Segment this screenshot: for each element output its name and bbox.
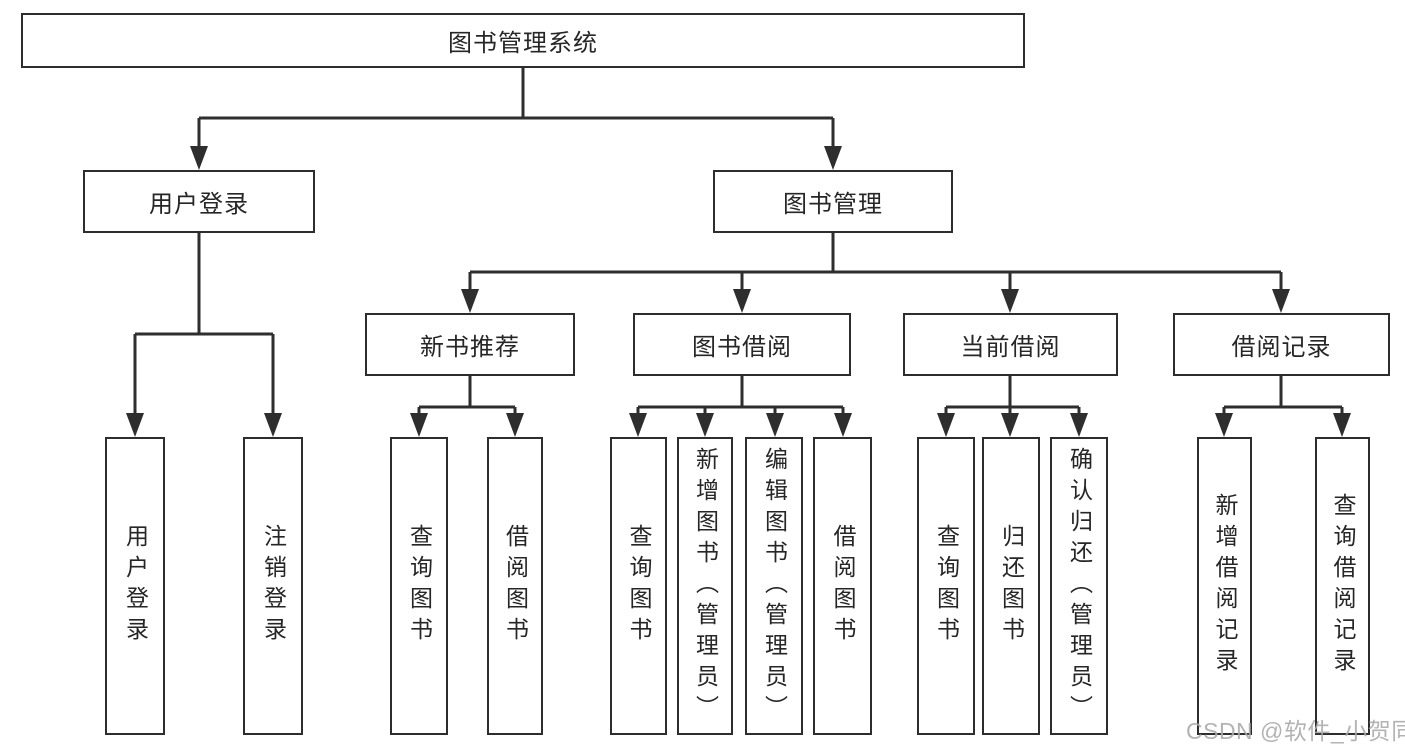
csdn-watermark: CSDN @软件_小贺同学 — [1186, 718, 1405, 744]
leaf-current-confirm-return-admin-label: 确认归还（管理员） — [1066, 446, 1093, 726]
leaf-record-query-borrow-record: 查询借阅记录 — [1315, 437, 1370, 735]
leaf-current-query-books-label: 查询图书 — [933, 524, 960, 648]
leaf-borrow-edit-books-admin: 编辑图书（管理员） — [745, 437, 803, 735]
leaf-borrow-borrow-books: 借阅图书 — [813, 437, 872, 735]
leaf-record-query-borrow-record-label: 查询借阅记录 — [1330, 493, 1356, 679]
leaf-current-return-books-label: 归还图书 — [998, 524, 1025, 648]
connector-bookborrow-to-leaves — [636, 376, 845, 416]
leaf-borrow-query-books-label: 查询图书 — [626, 524, 652, 648]
leaf-recommend-borrow-books-label: 借阅图书 — [502, 524, 529, 648]
leaf-user-login-label: 用户登录 — [122, 524, 149, 648]
connector-bookmgmt-to-level3 — [468, 233, 1283, 293]
leaf-current-confirm-return-admin: 确认归还（管理员） — [1050, 437, 1108, 735]
connector-borrowrecord-to-leaves — [1222, 376, 1344, 416]
leaf-user-login: 用户登录 — [105, 437, 165, 735]
leaf-borrow-add-books-admin: 新增图书（管理员） — [677, 437, 733, 735]
leaf-borrow-add-books-admin-label: 新增图书（管理员） — [692, 446, 719, 726]
node-book-borrow: 图书借阅 — [633, 313, 851, 376]
leaf-recommend-borrow-books: 借阅图书 — [487, 437, 543, 735]
node-new-book-recommend: 新书推荐 — [365, 313, 575, 376]
leaf-current-query-books: 查询图书 — [917, 437, 975, 735]
node-user-login: 用户登录 — [83, 170, 315, 233]
connector-currentborrow-to-leaves — [944, 374, 1081, 416]
leaf-borrow-borrow-books-label: 借阅图书 — [830, 524, 856, 648]
connector-newbook-to-leaves — [417, 376, 517, 416]
leaf-current-return-books: 归还图书 — [982, 437, 1040, 735]
leaf-logout: 注销登录 — [243, 437, 303, 735]
node-current-borrow: 当前借阅 — [903, 313, 1118, 376]
leaf-recommend-query-books-label: 查询图书 — [406, 524, 433, 648]
leaf-record-add-borrow-record-label: 新增借阅记录 — [1212, 493, 1238, 679]
leaf-logout-label: 注销登录 — [260, 524, 287, 648]
connector-root-to-level2 — [197, 68, 835, 152]
node-borrow-record: 借阅记录 — [1173, 313, 1390, 376]
leaf-record-add-borrow-record: 新增借阅记录 — [1197, 437, 1252, 735]
arrowheads — [126, 146, 1351, 437]
leaf-borrow-query-books: 查询图书 — [610, 437, 667, 735]
leaf-borrow-edit-books-admin-label: 编辑图书（管理员） — [761, 446, 788, 726]
leaf-recommend-query-books: 查询图书 — [390, 437, 448, 735]
node-root-system: 图书管理系统 — [21, 13, 1025, 68]
connector-userlogin-to-leaves — [133, 233, 275, 416]
node-book-management: 图书管理 — [713, 170, 953, 233]
